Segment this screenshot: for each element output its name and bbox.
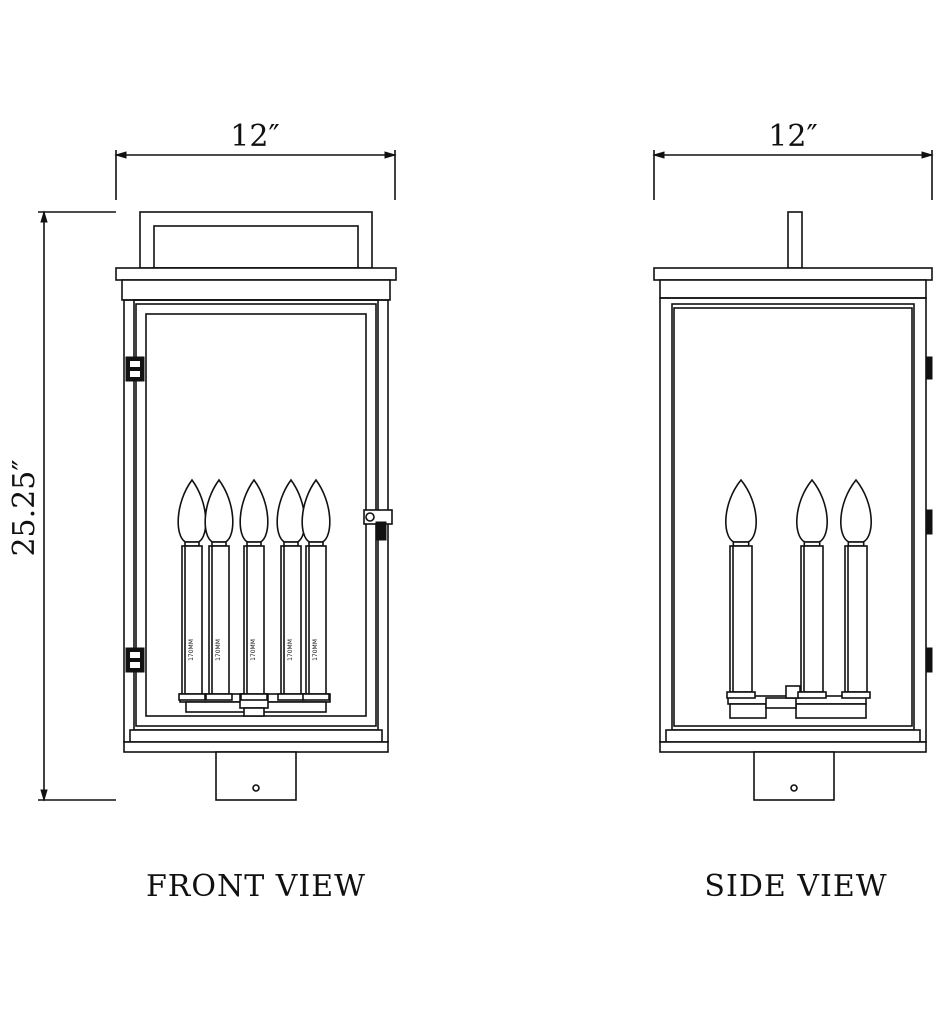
candle-size-marking: 170MM [188,639,195,661]
side-width-dimension: 12″ [652,119,934,200]
front-width-dimension: 12″ [114,119,397,200]
candle-cup [302,693,330,701]
candle-bulb [301,478,331,543]
front-candle-3: 170MM [239,478,269,701]
front-candle-4: 170MM [276,478,306,701]
candle-bulb [840,478,872,543]
candle-cup [240,693,268,701]
candle-size-marking: 170MM [287,639,294,661]
candle-size-marking: 170MM [215,639,222,661]
front-candle-1: 170MM [177,478,207,701]
front-candle-5: 170MM [301,478,331,701]
side-candle-3 [840,478,872,699]
candle-cup [277,693,305,701]
front-hinge-bottom [125,647,145,673]
candle-bulb [276,478,306,543]
side-latch [925,509,933,535]
side-candles [725,478,872,699]
side-view-lantern [653,211,933,801]
front-candles: 170MM 170MM 170MM 170MM 170MM [177,478,331,701]
candle-bulb [239,478,269,543]
front-view-caption: FRONT VIEW [146,869,366,904]
candle-cup [726,691,756,699]
front-hinge-top [125,356,145,382]
candle-bulb [177,478,207,543]
candle-bulb [204,478,234,543]
side-view-caption: SIDE VIEW [704,869,887,904]
candle-cup [841,691,871,699]
front-view-lantern: 170MM 170MM 170MM 170MM 170MM [115,211,397,801]
candle-bulb [796,478,828,543]
front-door-latch [363,509,393,541]
side-candle-1 [725,478,757,699]
candle-size-marking: 170MM [250,639,257,661]
candle-cup [205,693,233,701]
candle-bulb [725,478,757,543]
front-width-label: 12″ [230,119,279,154]
height-dimension: 25.25″ [7,210,116,802]
side-width-label: 12″ [768,119,817,154]
side-candle-2 [796,478,828,699]
candle-cup [178,693,206,701]
side-hinge-top [925,356,933,380]
candle-size-marking: 170MM [312,639,319,661]
front-candle-2: 170MM [204,478,234,701]
candle-cup [797,691,827,699]
side-hinge-bottom [925,647,933,673]
height-label: 25.25″ [7,459,42,556]
